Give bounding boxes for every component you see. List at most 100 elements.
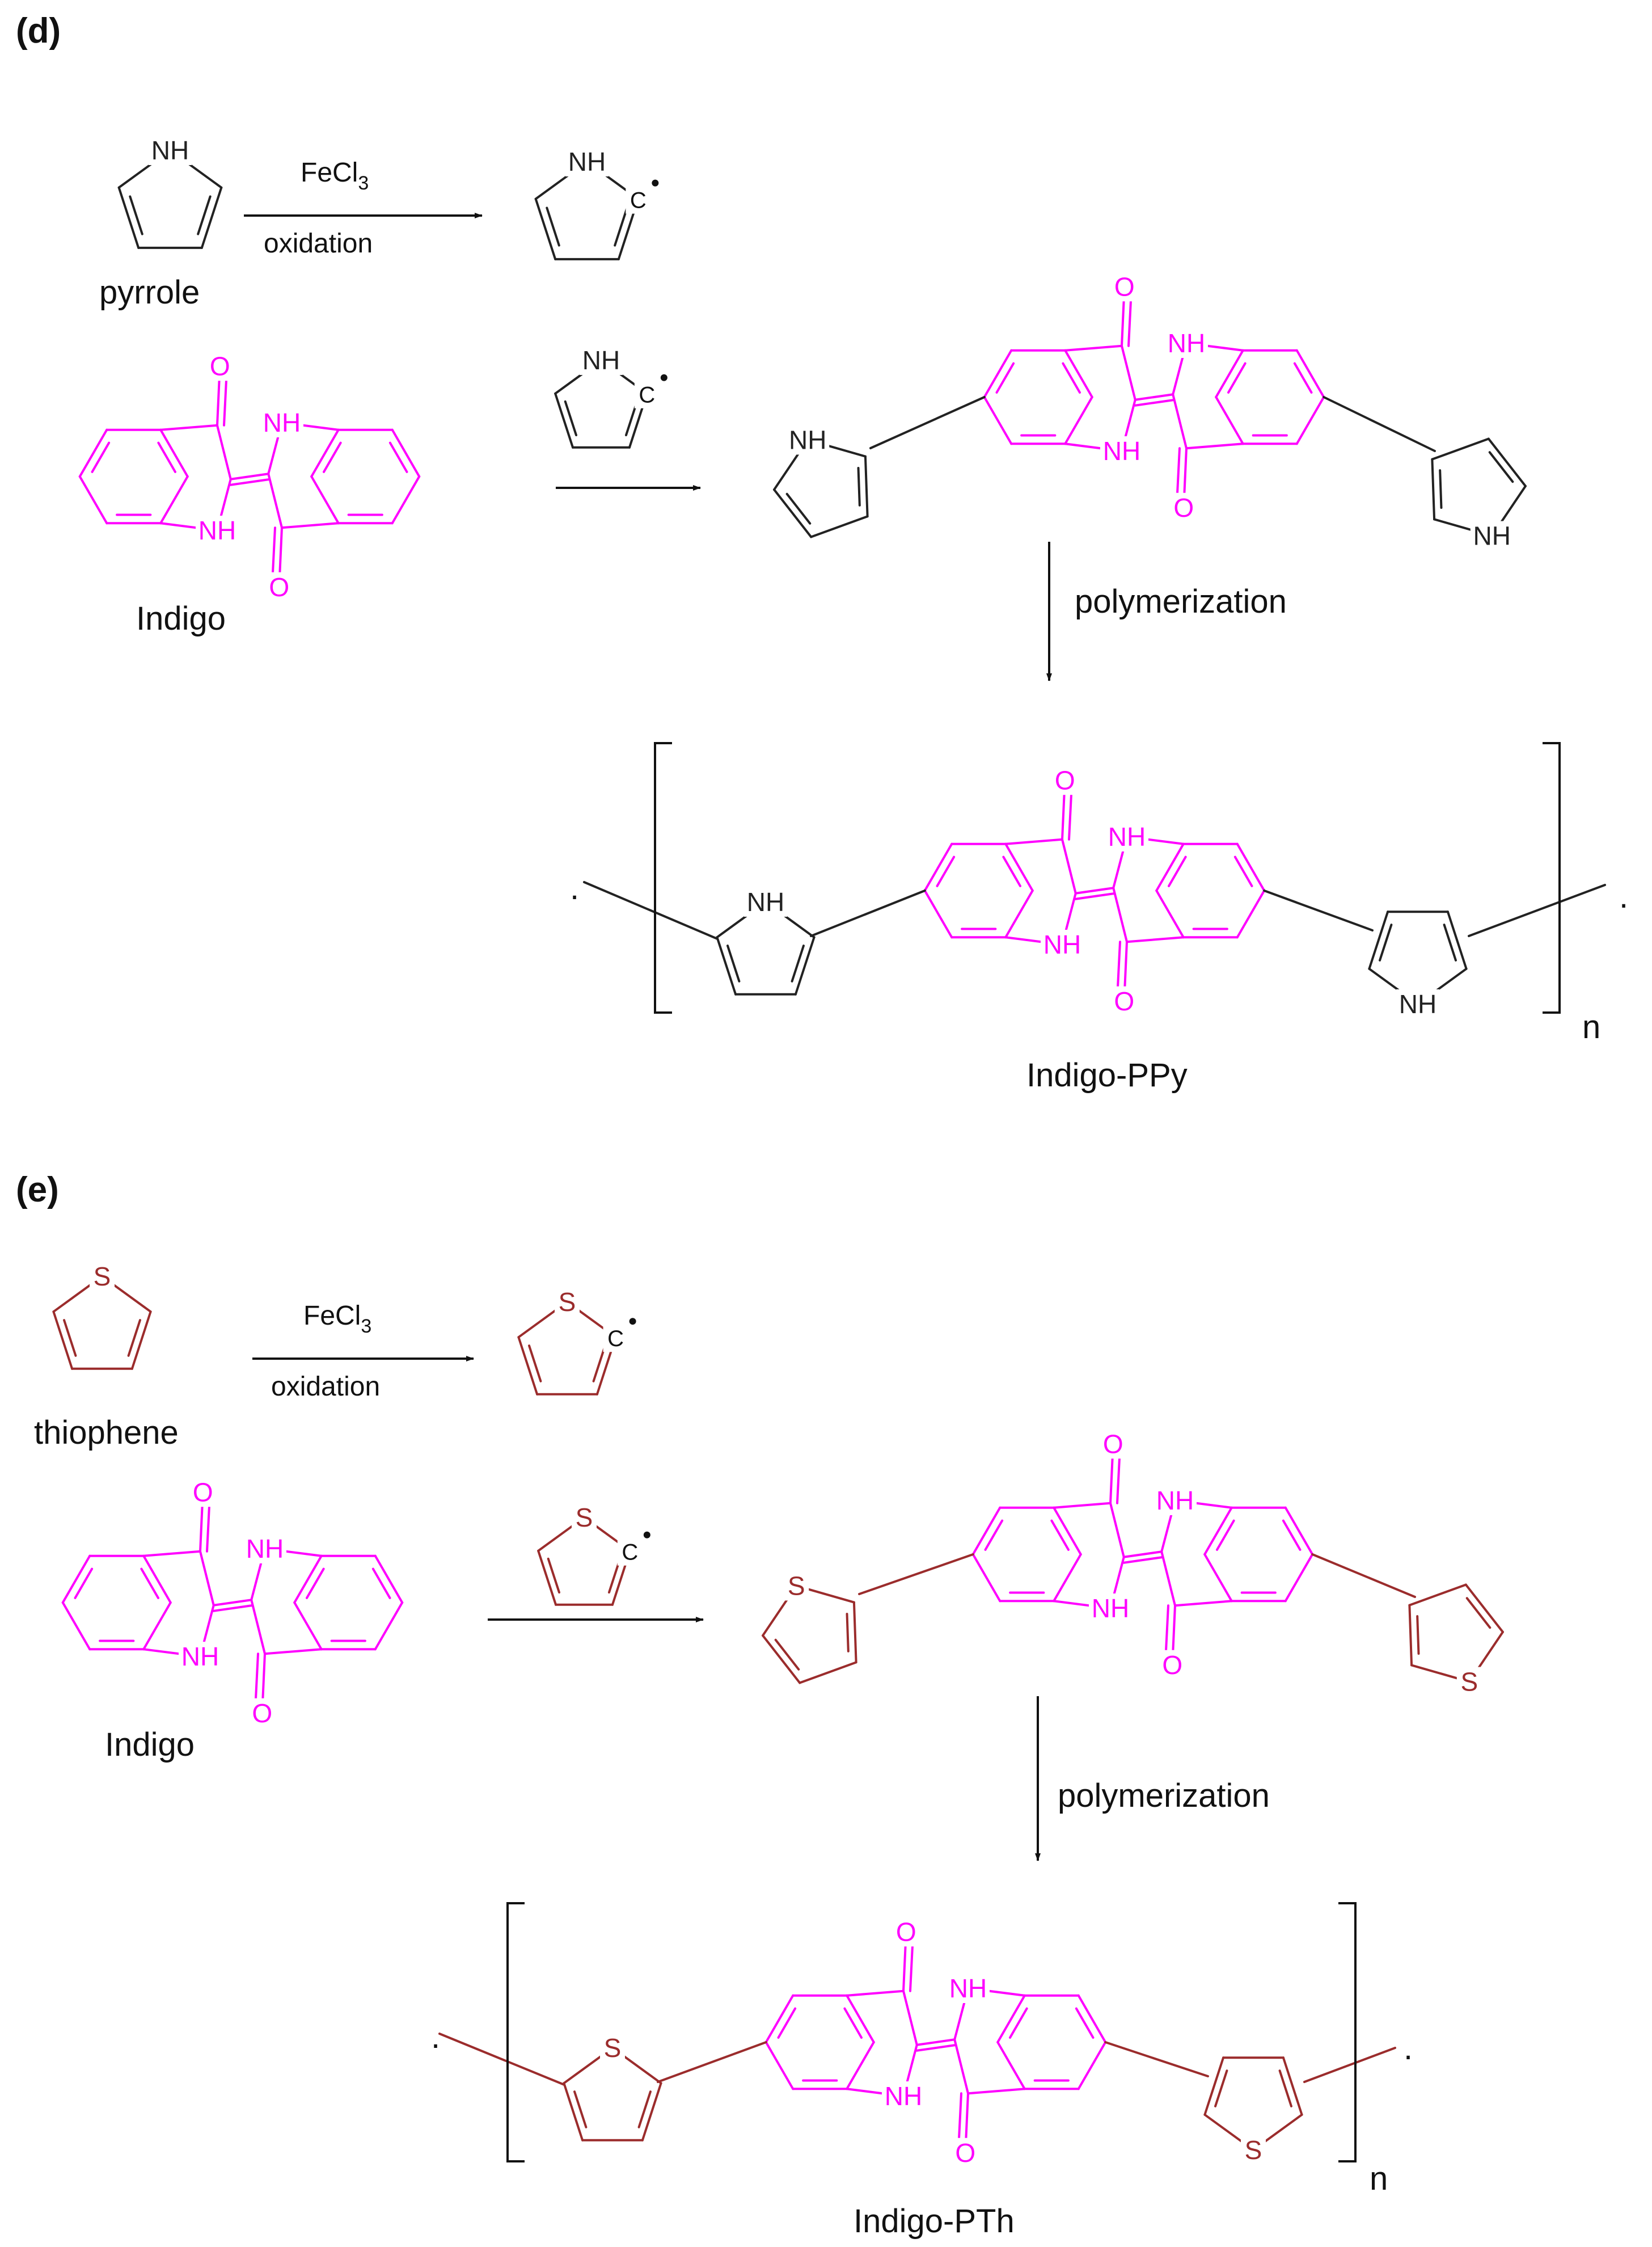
panel-e-label: (e) xyxy=(16,1170,59,1209)
atom-label-mask xyxy=(1165,328,1208,358)
bond xyxy=(1233,855,1253,887)
atom-label-mask xyxy=(744,887,787,917)
bond xyxy=(159,424,218,431)
nh-group: NH xyxy=(568,147,606,176)
bond xyxy=(1488,451,1514,483)
bond xyxy=(762,1634,801,1684)
bond xyxy=(1004,842,1034,892)
sulfur-atom: S xyxy=(1460,1667,1478,1697)
bond xyxy=(773,488,813,538)
bond xyxy=(1074,892,1115,900)
bond xyxy=(200,186,223,249)
bond xyxy=(1122,1550,1163,1558)
bond xyxy=(1174,1600,1233,1607)
bond xyxy=(229,473,270,480)
bond xyxy=(1064,344,1123,352)
atom-label-mask xyxy=(953,2138,978,2168)
bond xyxy=(371,1567,391,1599)
bond xyxy=(281,522,340,529)
bond xyxy=(78,475,108,525)
bond xyxy=(1077,2041,1107,2090)
bond xyxy=(1050,1519,1070,1551)
bond xyxy=(197,195,212,235)
bond xyxy=(293,1554,323,1604)
atom-label-mask xyxy=(149,136,192,165)
bond xyxy=(142,1601,172,1651)
indigo-nh: NH xyxy=(181,1642,219,1671)
bond xyxy=(250,1599,266,1655)
atom-label-mask xyxy=(784,1571,809,1601)
bond xyxy=(554,392,574,449)
bond xyxy=(996,2041,1026,2090)
bond xyxy=(91,441,111,473)
indigo-name-label-d: Indigo xyxy=(136,600,226,637)
bond xyxy=(140,1567,159,1599)
bond xyxy=(774,1638,800,1671)
pyrrole-substituent-right: NH xyxy=(1431,437,1527,551)
bond xyxy=(864,455,869,518)
bond xyxy=(1002,855,1021,887)
bond xyxy=(199,1550,215,1607)
bond xyxy=(61,1601,91,1651)
bond xyxy=(74,1567,94,1599)
bond xyxy=(534,197,557,260)
pth-thiophene-right: S xyxy=(1203,2056,1303,2165)
panel-d-label: (d) xyxy=(16,11,61,50)
atom-label-mask xyxy=(947,1974,990,2003)
carbonyl-oxygen: O xyxy=(1114,987,1134,1016)
bond xyxy=(1214,2069,1228,2107)
condition-label-e: oxidation xyxy=(271,1372,380,1402)
bond xyxy=(1155,889,1185,939)
thiophene-radical: SC xyxy=(517,1287,636,1396)
bond xyxy=(923,889,953,939)
thiophene-radical-reagent: SC xyxy=(537,1503,650,1606)
right-bracket-e xyxy=(1338,1902,1357,2162)
repeat-unit-e: n xyxy=(1370,2160,1388,2197)
bond xyxy=(564,400,577,437)
carbonyl-oxygen: O xyxy=(896,1917,916,1946)
bond xyxy=(1109,1502,1125,1558)
carbon-radical-atom: C xyxy=(630,188,647,213)
bond xyxy=(846,2041,875,2090)
bond xyxy=(1074,887,1115,895)
atom-label-mask xyxy=(617,1536,643,1566)
bond xyxy=(1443,924,1457,962)
atom-label-mask xyxy=(267,572,292,602)
sulfur-atom: S xyxy=(94,1262,111,1291)
bond xyxy=(1009,2007,1028,2039)
carbon-radical-atom: C xyxy=(639,383,655,408)
radical-dot xyxy=(629,1318,636,1325)
bond xyxy=(1263,889,1374,931)
atom-label-mask xyxy=(190,1477,216,1507)
carbonyl-oxygen: O xyxy=(1162,1650,1182,1680)
carbonyl-oxygen: O xyxy=(1055,765,1075,795)
bond xyxy=(936,855,956,887)
bond xyxy=(1215,396,1244,445)
carbonyl-oxygen: O xyxy=(193,1477,213,1507)
bond xyxy=(1379,924,1393,962)
bond xyxy=(846,1989,905,1997)
thiophene-substituent-left: S xyxy=(762,1571,857,1684)
bond xyxy=(1104,2041,1209,2077)
bond xyxy=(1061,838,1077,895)
indigo-name-label-e: Indigo xyxy=(105,1726,195,1763)
atom-label-mask xyxy=(565,147,609,176)
bond xyxy=(915,2038,956,2046)
bond xyxy=(923,842,953,892)
bond xyxy=(971,1553,1002,1603)
bond xyxy=(996,1994,1026,2043)
bond xyxy=(915,2044,956,2052)
bond xyxy=(127,1319,141,1357)
indigo-nh: NH xyxy=(1043,930,1081,959)
bond xyxy=(1431,458,1436,521)
bond xyxy=(791,945,805,983)
bond xyxy=(764,1994,795,2043)
bond xyxy=(983,396,1013,445)
